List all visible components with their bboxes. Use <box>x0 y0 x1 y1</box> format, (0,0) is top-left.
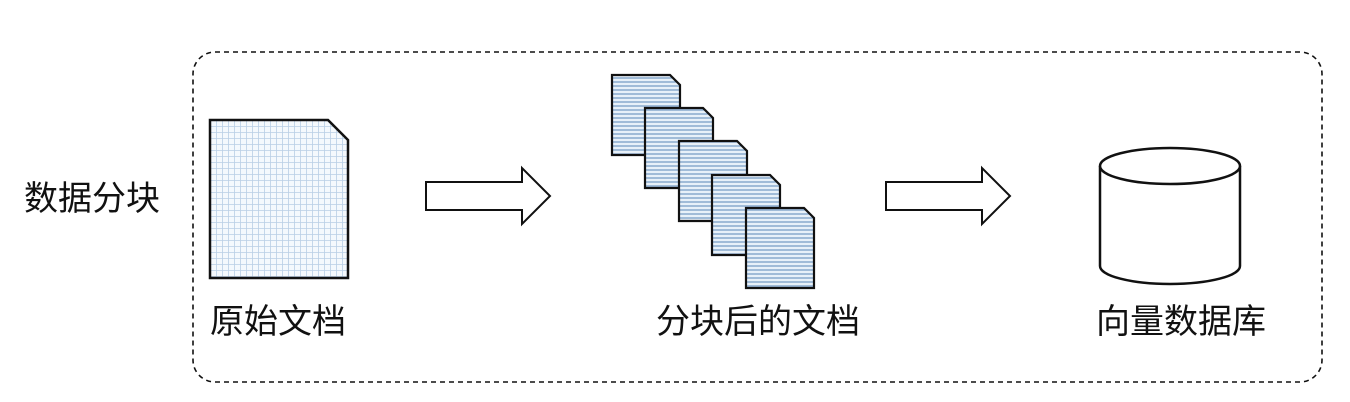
arrow-right-icon <box>425 165 552 227</box>
raw-document: 原始文档 <box>208 118 350 342</box>
raw-document-label: 原始文档 <box>210 302 346 342</box>
arrow-right-icon <box>885 165 1012 227</box>
document-stack-icon <box>610 73 816 290</box>
vector-database-label: 向量数据库 <box>1096 302 1266 342</box>
chunked-documents: 分块后的文档 <box>610 73 860 342</box>
database-cylinder-icon <box>1098 146 1242 286</box>
vector-database: 向量数据库 <box>1096 146 1266 342</box>
document-grid-icon <box>208 118 350 280</box>
chunked-documents-label: 分块后的文档 <box>656 302 860 342</box>
chunk-document <box>744 206 816 290</box>
diagram-title: 数据分块 <box>24 179 160 219</box>
process-container <box>192 51 1323 383</box>
